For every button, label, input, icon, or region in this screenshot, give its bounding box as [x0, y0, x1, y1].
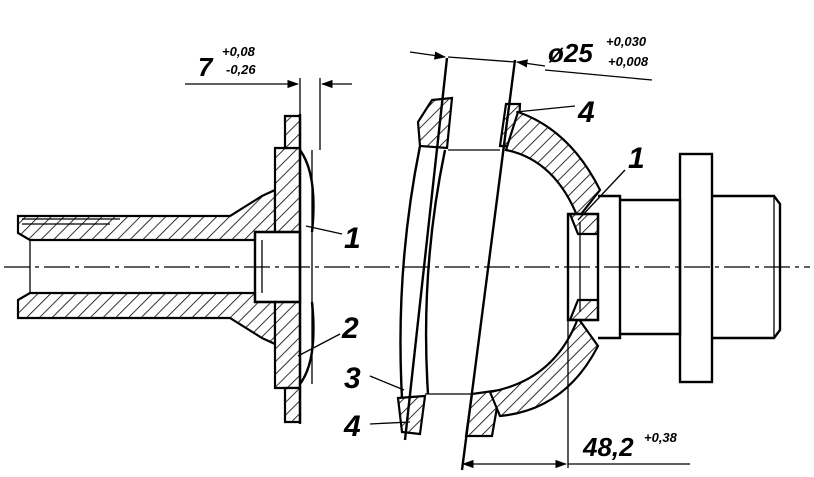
right-cup-yoke [396, 57, 782, 471]
dim-diameter-tol-lower: +0,008 [608, 54, 649, 69]
dim-width: 7 +0,08 -0,26 [185, 44, 352, 150]
left-flange-yoke [16, 114, 315, 424]
label-left-2: 2 [341, 312, 359, 345]
dim-width-tol-lower: -0,26 [226, 62, 256, 77]
label-right-4-bottom: 4 [343, 410, 361, 443]
dim-diameter-tol-upper: +0,030 [606, 34, 647, 49]
dim-length-value: 48,2 [582, 432, 634, 462]
label-left-1: 1 [344, 222, 361, 255]
label-right-4-top: 4 [577, 96, 595, 129]
dim-length: 48,2 +0,38 [461, 320, 690, 469]
label-right-3: 3 [344, 362, 361, 395]
dim-width-value: 7 [198, 52, 214, 82]
dim-width-tol-upper: +0,08 [222, 44, 256, 59]
label-right-1: 1 [628, 142, 645, 175]
leaders [297, 105, 626, 425]
dim-diameter-value: ø25 [548, 38, 593, 68]
dim-length-tol-upper: +0,38 [644, 430, 678, 445]
dim-diameter: ø25 +0,030 +0,008 [409, 34, 653, 81]
